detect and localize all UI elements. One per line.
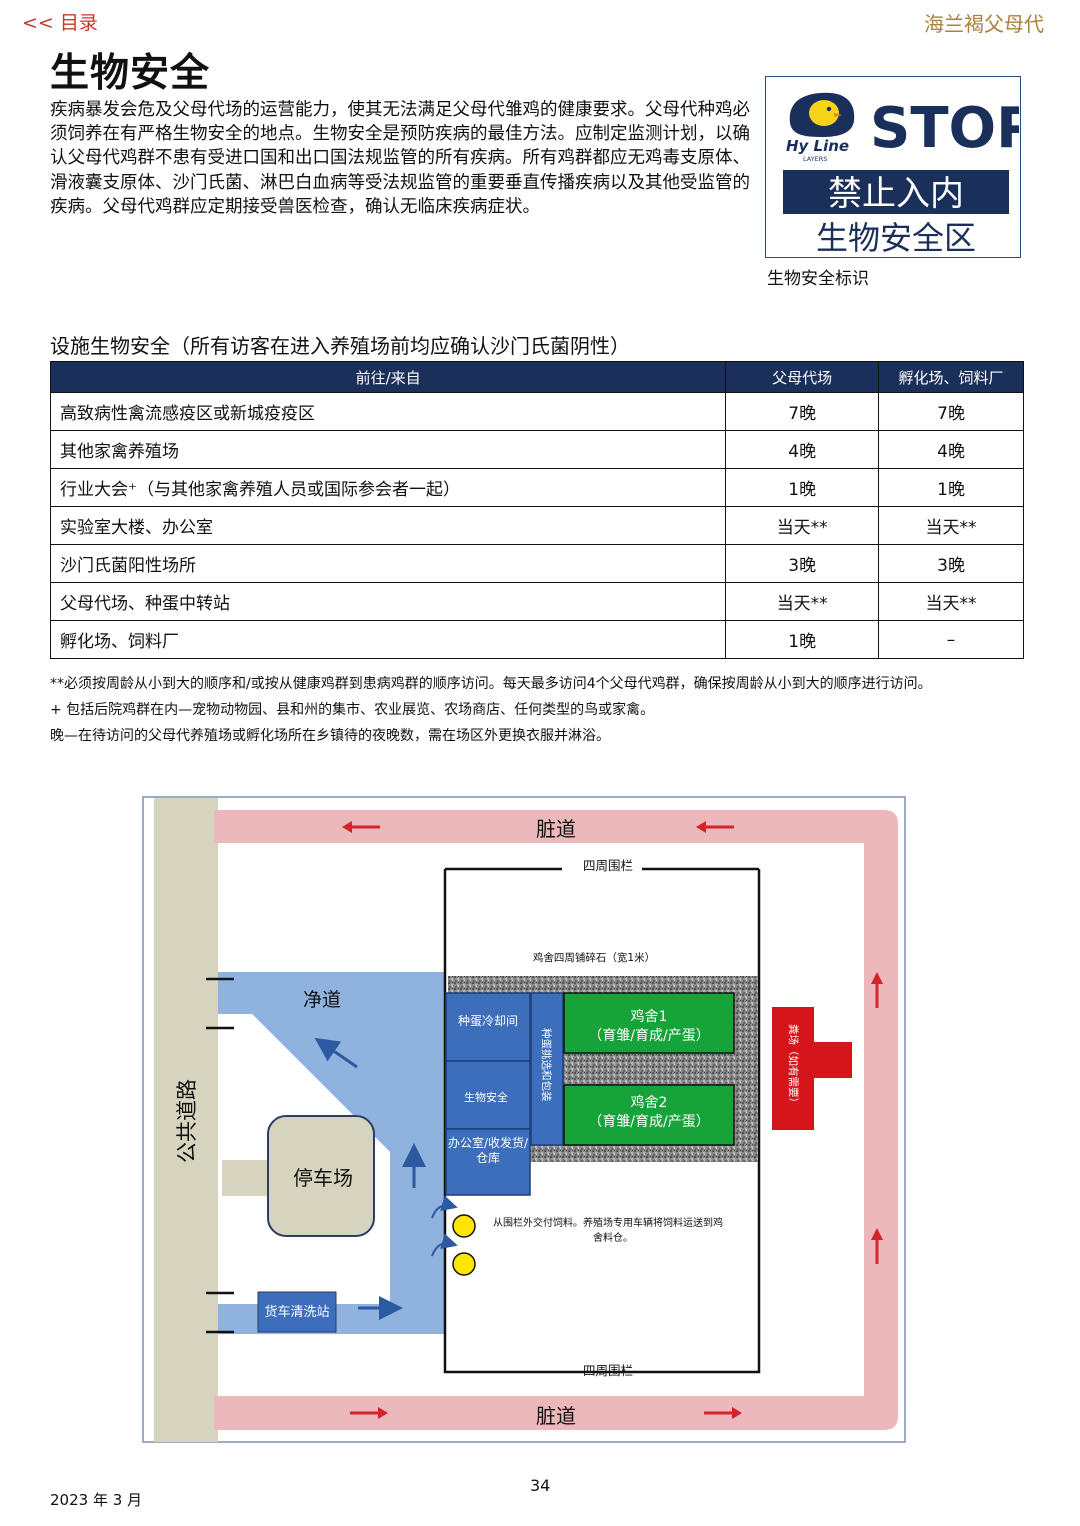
row-label: 行业大会⁺（与其他家禽养殖人员或国际参会者一起）	[49, 468, 727, 507]
parking-label: 停车场	[293, 1166, 353, 1190]
manure-area	[772, 1007, 852, 1130]
brand-header: 海兰褐父母代	[924, 12, 1044, 36]
biosecurity-room-label: 生物安全	[464, 1090, 508, 1104]
dirty-road-arrows	[342, 821, 883, 1419]
biosecurity-room	[445, 1060, 531, 1130]
stop-banner	[783, 170, 1009, 214]
table-row: 行业大会⁺（与其他家禽养殖人员或国际参会者一起） 1晚 1晚	[49, 468, 1024, 507]
stop-sign: Hy Line LAYERS STOP 禁止入内 生物安全区	[765, 76, 1037, 258]
header-parent-farm: 父母代场	[725, 361, 880, 393]
egg-sorting-packing-room	[530, 992, 564, 1146]
table-row: 沙门氏菌阳性场所 3晚 3晚	[49, 544, 1024, 583]
row-hatchery-value: 当天**	[878, 582, 1024, 621]
table-row: 高致病性禽流感疫区或新城疫疫区 7晚 7晚	[49, 392, 1024, 431]
row-label: 高致病性禽流感疫区或新城疫疫区	[49, 392, 727, 431]
header-hatchery-feedmill: 孵化场、饲料厂	[878, 361, 1024, 393]
biosecurity-table: 前往/来自 父母代场 孵化场、饲料厂 高致病性禽流感疫区或新城疫疫区 7晚 7晚…	[49, 361, 1024, 659]
egg-cooling-label: 种蛋冷却间	[458, 1014, 518, 1028]
row-parent-farm-value: 1晚	[725, 620, 880, 659]
row-parent-farm-value: 1晚	[725, 468, 880, 507]
truck-wash-station	[257, 1291, 337, 1333]
row-parent-farm-value: 3晚	[725, 544, 880, 583]
fence-label-top: 四周围栏	[583, 858, 633, 873]
parking-lot	[267, 1115, 375, 1237]
farm-layout-diagram: 公共道路 脏道 脏道 净道 停车场 货车清洗站 四周围栏 四周围栏 鸡舍四周铺碎…	[142, 796, 906, 1443]
clean-road	[218, 972, 444, 1334]
clean-road-arrow-ne	[314, 1037, 358, 1069]
manure-label: 粪场（如有需要）	[787, 1024, 800, 1108]
row-parent-farm-value: 4晚	[725, 430, 880, 469]
table-header-row: 前往/来自 父母代场 孵化场、饲料厂	[49, 361, 1024, 393]
feed-note-line2: 舍料仓。	[593, 1231, 633, 1244]
dirty-road-label-bottom: 脏道	[536, 1404, 576, 1428]
note-visit-order: **必须按周龄从小到大的顺序和/或按从健康鸡群到患病鸡群的顺序访问。每天最多访问…	[50, 676, 932, 692]
hyline-logo-subtext: LAYERS	[803, 155, 827, 163]
row-hatchery-value: 当天**	[878, 506, 1024, 545]
row-hatchery-value: 7晚	[878, 392, 1024, 431]
row-label: 其他家禽养殖场	[49, 430, 727, 469]
row-parent-farm-value: 当天**	[725, 582, 880, 621]
house1-desc: （育雏/育成/产蛋）	[588, 1028, 709, 1044]
table-notes: **必须按周龄从小到大的顺序和/或按从健康鸡群到患病鸡群的顺序访问。每天最多访问…	[50, 675, 1020, 753]
table-row: 孵化场、饲料厂 1晚 –	[49, 620, 1024, 659]
note-nights: 晚—在待访问的父母代养殖场或孵化场所在乡镇待的夜晚数，需在场区外更换衣服并淋浴。	[50, 728, 610, 744]
public-road-label: 公共道路	[175, 1079, 199, 1163]
stop-text: STOP	[870, 96, 1019, 161]
hyline-logo: Hy Line LAYERS	[786, 92, 855, 163]
row-hatchery-value: 1晚	[878, 468, 1024, 507]
row-label: 孵化场、饲料厂	[49, 620, 727, 659]
feed-delivery-arrow-1	[431, 1195, 458, 1219]
office-warehouse-label: 办公室/收发货/仓库	[447, 1136, 529, 1165]
table-row: 实验室大楼、办公室 当天** 当天**	[49, 506, 1024, 545]
row-hatchery-value: 4晚	[878, 430, 1024, 469]
row-parent-farm-value: 7晚	[725, 392, 880, 431]
egg-cooling-room	[445, 992, 531, 1062]
stop-sign-caption: 生物安全标识	[767, 269, 869, 289]
truck-wash-label: 货车清洗站	[264, 1304, 329, 1320]
row-label: 父母代场、种蛋中转站	[49, 582, 727, 621]
page-title: 生物安全	[50, 51, 211, 96]
fence-label-bottom: 四周围栏	[583, 1363, 633, 1378]
row-label: 实验室大楼、办公室	[49, 506, 727, 545]
egg-sorting-label: 种蛋挑选和包装	[540, 1028, 553, 1102]
gravel-label: 鸡舍四周铺碎石（宽1米）	[533, 951, 655, 964]
table-title: 设施生物安全（所有访客在进入养殖场前均应确认沙门氏菌阴性）	[50, 334, 630, 358]
page-number: 34	[530, 1476, 551, 1495]
row-hatchery-value: 3晚	[878, 544, 1024, 583]
house1-name: 鸡舍1	[631, 1008, 668, 1025]
poultry-house-1	[563, 992, 735, 1054]
perimeter-fence	[443, 867, 761, 1374]
row-parent-farm-value: 当天**	[725, 506, 880, 545]
clean-road-label: 净道	[303, 989, 341, 1011]
road-gates	[206, 977, 234, 1334]
table-row: 父母代场、种蛋中转站 当天** 当天**	[49, 582, 1024, 621]
house2-desc: （育雏/育成/产蛋）	[588, 1114, 709, 1130]
row-hatchery-value: –	[878, 620, 1024, 659]
note-plus: + 包括后院鸡群在内—宠物动物园、县和州的集市、农业展览、农场商店、任何类型的鸟…	[50, 702, 655, 718]
publication-date: 2023 年 3 月	[50, 1491, 143, 1509]
table-row: 其他家禽养殖场 4晚 4晚	[49, 430, 1024, 469]
no-entry-text: 禁止入内	[828, 174, 964, 214]
table-of-contents-link[interactable]: << 目录	[22, 12, 98, 34]
biosecurity-zone-text: 生物安全区	[816, 219, 976, 256]
poultry-house-2	[563, 1084, 735, 1146]
intro-paragraph: 疾病暴发会危及父母代场的运营能力，使其无法满足父母代雏鸡的健康要求。父母代种鸡必…	[50, 100, 750, 217]
hyline-logo-text: Hy Line	[786, 137, 849, 155]
feed-note-line1: 从围栏外交付饲料。养殖场专用车辆将饲料运送到鸡	[493, 1216, 723, 1229]
house2-name: 鸡舍2	[631, 1094, 668, 1111]
feed-bin-1	[452, 1214, 476, 1238]
row-label: 沙门氏菌阳性场所	[49, 544, 727, 583]
header-destination: 前往/来自	[49, 361, 727, 393]
stop-sign-graphic: Hy Line LAYERS STOP 禁止入内 生物安全区	[783, 92, 1037, 257]
feed-bin-2	[452, 1252, 476, 1276]
dirty-road-label-top: 脏道	[536, 817, 576, 841]
office-warehouse	[445, 1128, 531, 1196]
feed-delivery-arrow-2	[431, 1233, 458, 1257]
public-road	[154, 798, 218, 1442]
